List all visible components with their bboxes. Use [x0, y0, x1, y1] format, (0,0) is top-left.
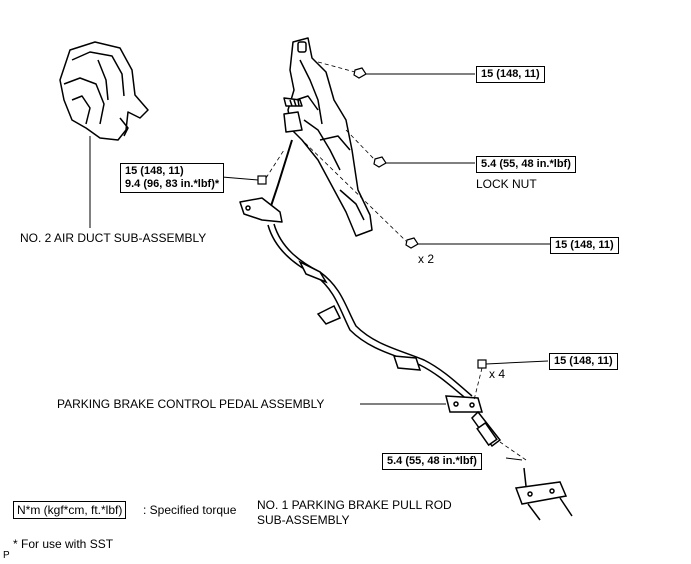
fasteners: [257, 67, 487, 369]
torque-box: 15 (148, 11): [476, 66, 545, 83]
pull-rod-end: [471, 410, 502, 448]
legend-meaning: : Specified torque: [143, 503, 237, 517]
torque-box: 5.4 (55, 48 in.*lbf): [382, 453, 482, 470]
pull-rod-bracket: [514, 467, 573, 521]
torque-box: 15 (148, 11): [549, 353, 618, 370]
brake-cable: [267, 223, 483, 413]
legend-unit-box: N*m (kgf*cm, ft.*lbf): [13, 501, 127, 519]
torque-box-sst: 15 (148, 11) 9.4 (96, 83 in.*lbf)*: [120, 163, 225, 193]
sst-note: * For use with SST: [13, 537, 114, 551]
qty-label: x 2: [418, 252, 435, 266]
corner-mark: P: [3, 550, 10, 561]
torque-box-line: 15 (148, 11): [125, 165, 184, 177]
lower-bracket: [239, 197, 283, 223]
lock-nut-label: LOCK NUT: [476, 177, 537, 191]
qty-label: x 4: [489, 367, 506, 381]
torque-box: 15 (148, 11): [550, 237, 619, 254]
pedal-bracket-part: [283, 37, 373, 237]
torque-box-line: 9.4 (96, 83 in.*lbf)*: [125, 178, 220, 190]
dashed-lines: [265, 61, 527, 461]
pull-rod-label: NO. 1 PARKING BRAKE PULL ROD: [257, 498, 452, 512]
torque-box: 5.4 (55, 48 in.*lbf): [476, 156, 576, 173]
air-duct-label: NO. 2 AIR DUCT SUB-ASSEMBLY: [20, 231, 207, 245]
pull-rod-label-2: SUB-ASSEMBLY: [257, 513, 350, 527]
cable-rod: [267, 139, 293, 216]
pedal-assembly-label: PARKING BRAKE CONTROL PEDAL ASSEMBLY: [57, 397, 325, 411]
air-duct-part: [59, 41, 149, 141]
leader-lines: [221, 73, 550, 461]
